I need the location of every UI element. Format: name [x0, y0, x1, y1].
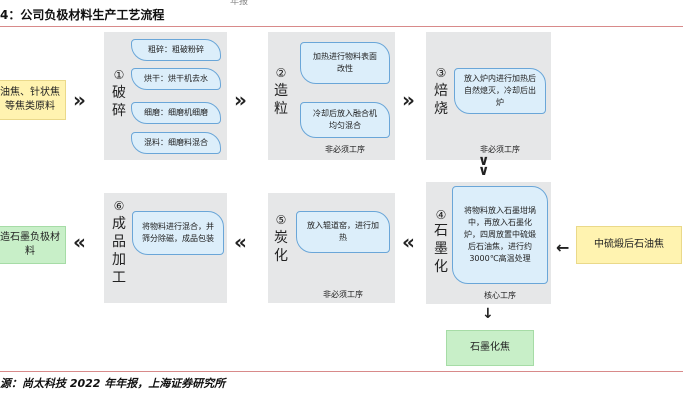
arrow-right-1: » — [73, 88, 86, 112]
step-granulate-panel: ② 造粒 加热进行物料表面 改性 冷却后放入融合机 均匀混合 非必须工序 — [268, 32, 395, 160]
arrow-left-2: « — [234, 230, 247, 254]
granulate-substep-1: 加热进行物料表面 改性 — [300, 42, 390, 84]
step-graphitize-panel: ④ 石墨化 将物料放入石墨坩埚 中，再放入石墨化 炉，四周放置中硫煅 后石油焦，… — [426, 182, 551, 304]
step-crush-label: 破碎 — [112, 85, 126, 119]
roast-note: 非必须工序 — [480, 145, 520, 154]
step-graphitize-label: 石墨化 — [434, 223, 448, 275]
partial-top-text: 年报 — [230, 0, 249, 7]
arrow-right-2: » — [234, 88, 247, 112]
crush-substep-3: 细磨：细磨机细磨 — [131, 102, 221, 124]
step-granulate-label: 造粒 — [274, 83, 288, 117]
arrow-down-1a: ∨ — [478, 153, 490, 169]
title-divider — [0, 26, 683, 27]
graphitize-note: 核心工序 — [484, 291, 516, 300]
step-graphitize-number: ④ — [435, 208, 447, 222]
roast-substep: 放入炉内进行加热后 自然熄灭，冷却后出 炉 — [454, 68, 546, 114]
step-granulate-number: ② — [275, 66, 287, 80]
step-roast-panel: ③ 焙烧 放入炉内进行加热后 自然熄灭，冷却后出 炉 非必须工序 — [426, 32, 551, 160]
crush-substep-1: 粗碎：粗破粉碎 — [131, 39, 221, 61]
source-note: 源：尚太科技 2022 年年报，上海证券研究所 — [0, 377, 226, 390]
step-carbonize-number: ⑤ — [275, 213, 287, 227]
step-roast-number: ③ — [435, 66, 447, 80]
arrow-down-1b: ∨ — [478, 163, 490, 179]
footer-divider — [0, 371, 683, 372]
arrow-left-input: ← — [556, 238, 570, 257]
step-finish-panel: ⑥ 成品加工 将物料进行混合，并 筛分除磁，成品包装 — [104, 193, 227, 303]
step-carbonize-panel: ⑤ 炭化 放入辊道窑，进行加 热 非必须工序 — [268, 193, 395, 303]
step-finish-label: 成品加工 — [112, 216, 126, 286]
carbonize-substep: 放入辊道窑，进行加 热 — [296, 211, 390, 253]
granulate-note: 非必须工序 — [325, 145, 365, 154]
crush-substep-2: 烘干：烘干机去水 — [131, 68, 221, 90]
final-product-box: 造石墨负极材 料 — [0, 226, 66, 264]
step-crush-number: ① — [113, 68, 125, 82]
figure-title: 4：公司负极材料生产工艺流程 — [0, 8, 165, 22]
graphitized-coke-box: 石墨化焦 — [446, 330, 534, 366]
arrow-down-2: ↓ — [482, 306, 494, 322]
granulate-substep-2: 冷却后放入融合机 均匀混合 — [300, 102, 390, 138]
step-finish-number: ⑥ — [113, 199, 125, 213]
arrow-down-1: ∨ ∨ — [478, 153, 490, 179]
arrow-left-3: « — [73, 230, 86, 254]
raw-material-box: 油焦、针状焦 等焦类原料 — [0, 80, 66, 120]
finish-substep: 将物料进行混合，并 筛分除磁，成品包装 — [132, 211, 224, 255]
step-crush-panel: ① 破碎 粗碎：粗破粉碎 烘干：烘干机去水 细磨：细磨机细磨 混料：细磨料混合 — [104, 32, 227, 160]
step-roast-label: 焙烧 — [434, 83, 448, 117]
arrow-left-1: « — [402, 230, 415, 254]
graphitize-substep: 将物料放入石墨坩埚 中，再放入石墨化 炉，四周放置中硫煅 后石油焦，进行约 30… — [452, 186, 548, 284]
arrow-right-3: » — [402, 88, 415, 112]
graphitization-input-box: 中硫煅后石油焦 — [576, 226, 682, 264]
step-carbonize-label: 炭化 — [274, 230, 288, 264]
crush-substep-4: 混料：细磨料混合 — [131, 132, 221, 154]
carbonize-note: 非必须工序 — [323, 290, 363, 299]
